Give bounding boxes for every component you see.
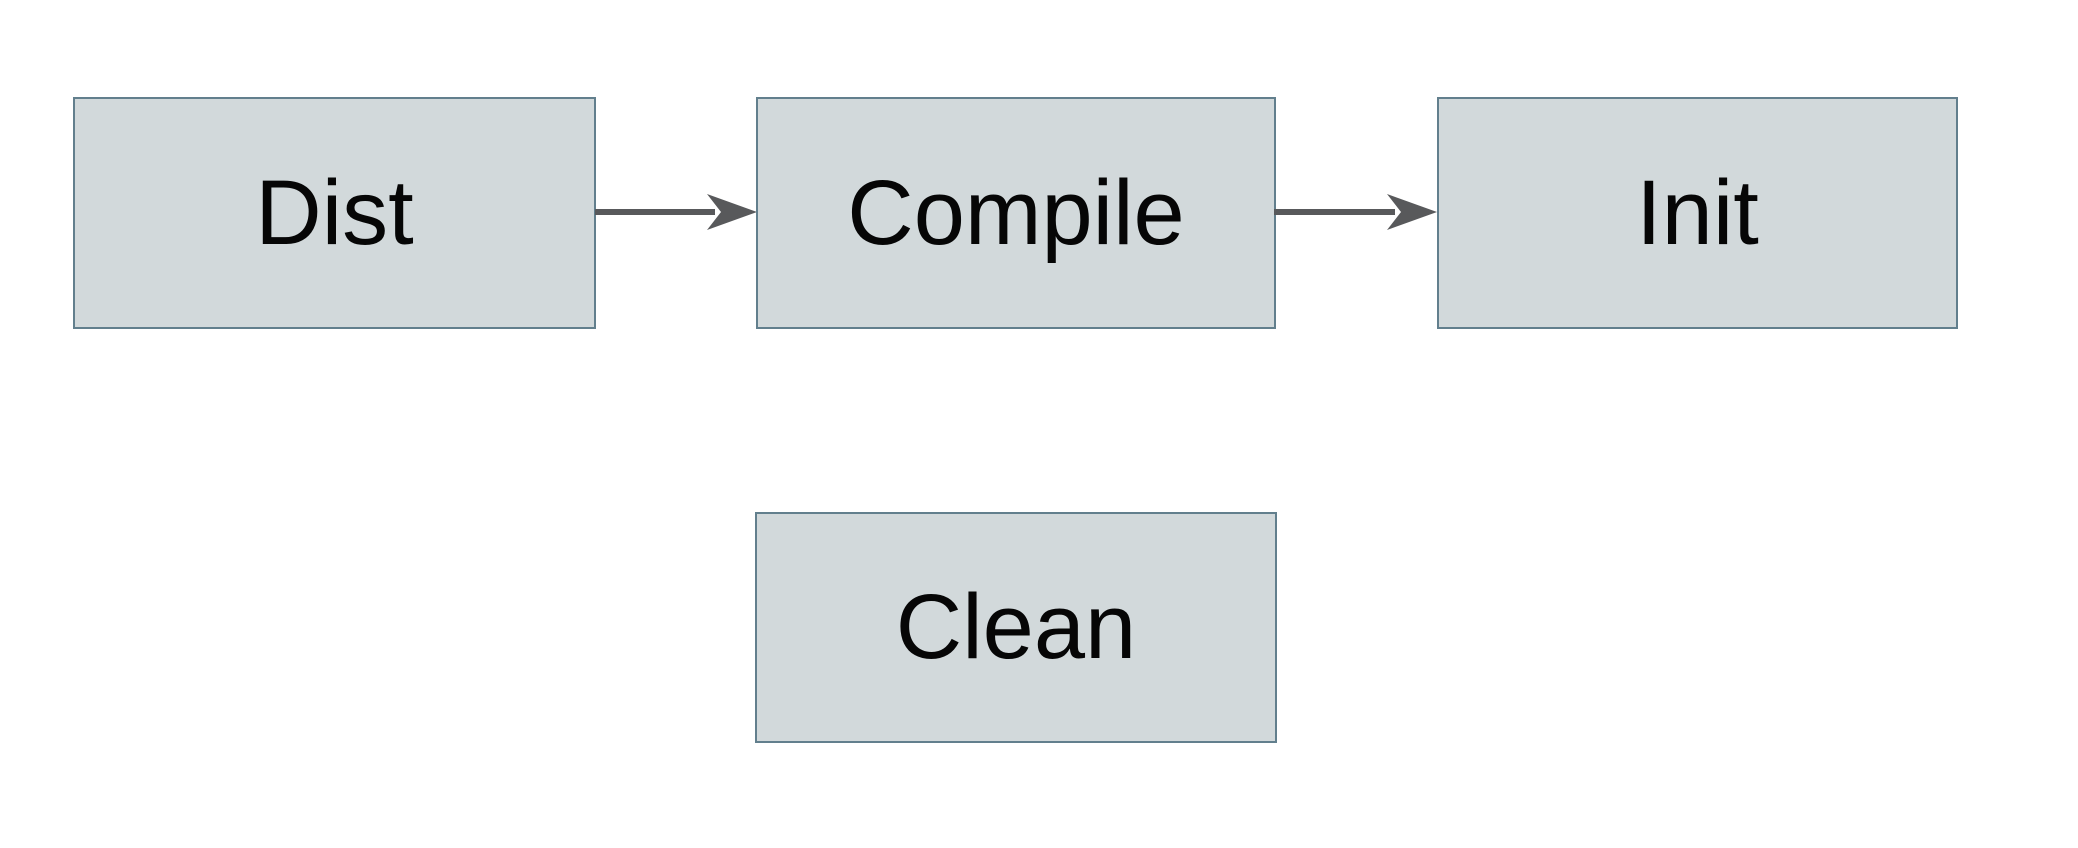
node-clean-label: Clean [895, 576, 1137, 678]
node-init: Init [1437, 97, 1958, 329]
node-compile-label: Compile [847, 161, 1185, 264]
node-compile: Compile [756, 97, 1276, 329]
node-clean: Clean [755, 512, 1277, 743]
arrow-head-icon [1387, 194, 1437, 230]
node-dist: Dist [73, 97, 596, 329]
arrow-head-icon [707, 194, 757, 230]
arrow-dist-to-compile [595, 194, 757, 230]
node-dist-label: Dist [255, 161, 414, 264]
node-init-label: Init [1636, 161, 1759, 264]
arrow-compile-to-init [1274, 194, 1437, 230]
